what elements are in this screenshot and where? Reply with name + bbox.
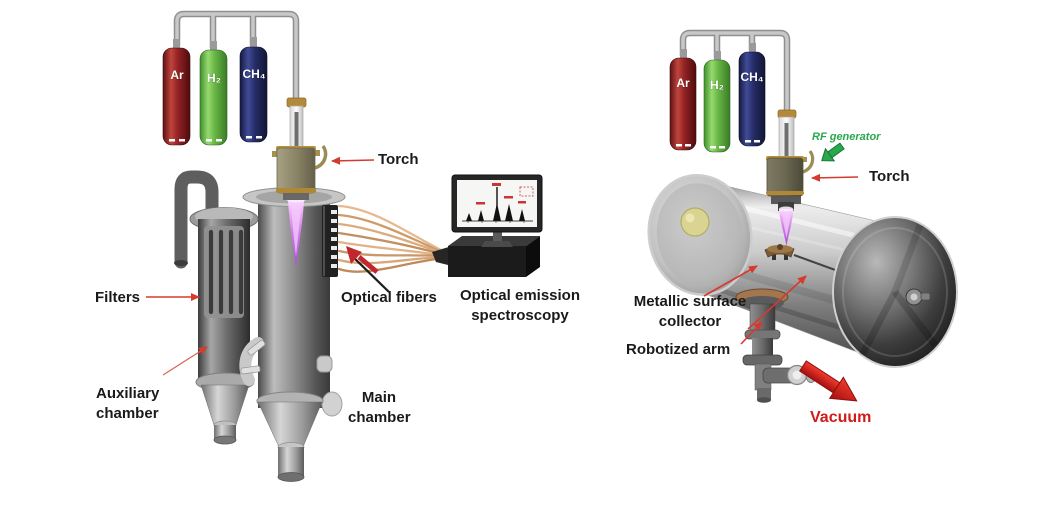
vacuum-label: Vacuum <box>810 409 872 426</box>
optical-fibers <box>337 204 447 273</box>
main-chamber-label-line1: Main <box>361 389 397 406</box>
auxiliary-chamber-arrow <box>162 346 208 376</box>
gas-cylinder-hydrogen-right: H₂ <box>703 51 731 153</box>
chamber-connector-clamp <box>239 337 266 386</box>
metallic-surface-collector <box>764 244 795 260</box>
vacuum-port-assembly <box>754 363 817 403</box>
cylinder-label-ar-left: Ar <box>170 68 184 82</box>
collector-label-line1: Metallic surface <box>633 293 747 310</box>
collector-arm-arrow <box>747 275 807 330</box>
robotized-arm-arrow <box>740 321 763 345</box>
chamber-door-disc <box>832 216 958 368</box>
robotized-arm-label: Robotized arm <box>626 341 731 358</box>
collector-arrow <box>703 265 758 297</box>
optical-fibers-arrow <box>346 246 379 274</box>
oes-label-line2: spectroscopy <box>471 307 569 324</box>
chamber-window <box>680 207 710 237</box>
auxiliary-chamber-label-line2: chamber <box>96 405 159 422</box>
optical-emission-spectroscopy-label: Optical emission spectroscopy <box>444 286 596 326</box>
filters-label: Filters <box>95 289 141 306</box>
main-chamber-label-line2: chamber <box>348 409 411 426</box>
rf-generator-arrow <box>821 142 845 162</box>
torch-label-left: Torch <box>378 151 419 168</box>
rf-generator-label: RF generator <box>812 131 881 143</box>
spectrum-screen <box>457 180 537 227</box>
metallic-surface-collector-label: Metallic surface collector <box>624 292 756 332</box>
gas-manifold-right <box>679 29 791 112</box>
vacuum-arrow <box>799 360 858 402</box>
main-chamber-label: Main chamber <box>348 388 411 428</box>
torch-right <box>766 109 815 211</box>
gas-cylinder-methane-left: CH₄ <box>239 37 268 143</box>
cylinder-label-h2-left: H₂ <box>207 71 221 85</box>
cylinder-label-ch4-right: CH₄ <box>740 70 763 84</box>
robotized-arm-support <box>735 288 789 366</box>
torch-label-right: Torch <box>869 168 910 185</box>
robotized-arm-rod <box>793 254 839 272</box>
gas-cylinder-hydrogen-left: H₂ <box>199 41 228 146</box>
torch-left <box>272 97 328 200</box>
torch-arrow-right <box>811 173 859 182</box>
optical-fiber-ports <box>322 205 338 277</box>
oes-label-line1: Optical emission <box>459 287 581 304</box>
gas-cylinder-methane-right: CH₄ <box>738 43 766 147</box>
gas-cylinder-argon-right: Ar <box>669 49 697 151</box>
annotation-arrows <box>146 156 859 376</box>
auxiliary-chamber-label-line1: Auxiliary <box>96 385 160 402</box>
vacuum-chamber <box>647 174 882 361</box>
filters <box>204 226 244 318</box>
gas-manifold-left <box>173 10 300 100</box>
main-chamber <box>242 187 346 482</box>
aux-inlet-handle-pipe <box>174 170 219 269</box>
torch-arrow-left <box>331 156 375 165</box>
cylinder-label-ch4-left: CH₄ <box>242 67 265 81</box>
optical-fibers-label: Optical fibers <box>341 289 437 306</box>
plasma-jet-right <box>779 206 794 246</box>
fiber-probe-needle <box>348 252 390 293</box>
cylinder-label-h2-right: H₂ <box>710 78 724 92</box>
cylinder-label-ar-right: Ar <box>676 76 690 90</box>
auxiliary-chamber-label: Auxiliary chamber <box>96 384 159 424</box>
collector-label-line2: collector <box>658 313 722 330</box>
monitor <box>451 174 543 247</box>
auxiliary-chamber <box>174 170 266 445</box>
gas-cylinder-argon-left: Ar <box>162 39 191 146</box>
